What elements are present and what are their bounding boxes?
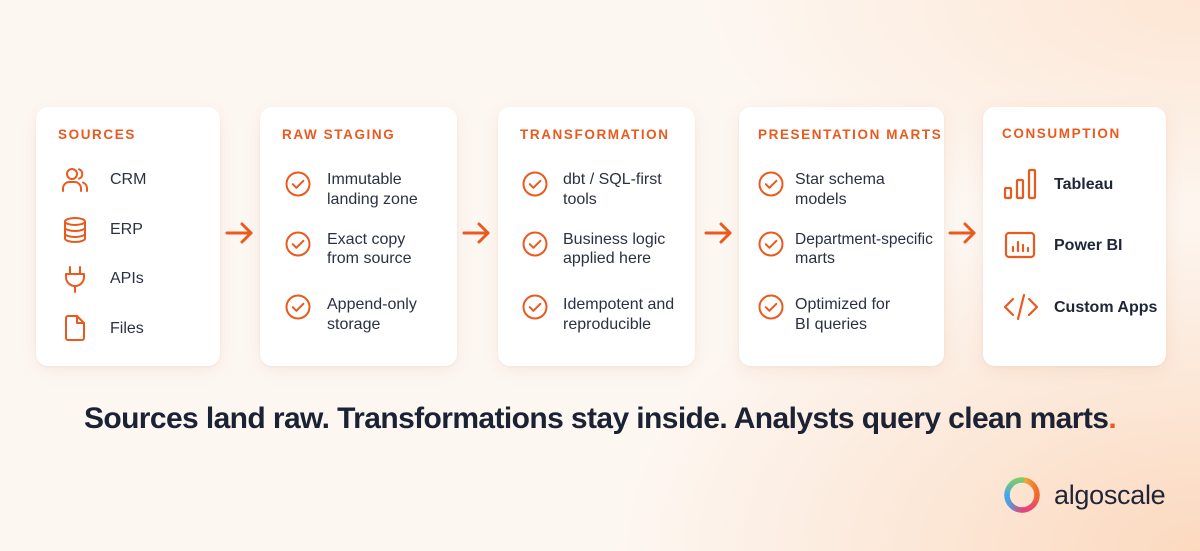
database-icon: [60, 215, 90, 245]
flow-arrow-icon: [462, 221, 492, 245]
check-circle-icon: [757, 170, 785, 198]
check-circle-icon: [521, 230, 549, 258]
item-line-1: Idempotent and: [563, 296, 675, 313]
item-line-2: from source: [327, 250, 412, 267]
item-line-2: tools: [563, 191, 597, 208]
source-label-files: Files: [110, 320, 144, 337]
algoscale-logo-icon: [1004, 477, 1040, 513]
item-line-2: storage: [327, 316, 381, 333]
stage-card-sources: SOURCES CRM ERP APIs Files: [36, 107, 220, 366]
check-circle-icon: [757, 230, 785, 258]
tagline: Sources land raw. Transformations stay i…: [0, 402, 1200, 436]
item-line-2: BI queries: [795, 316, 868, 333]
tagline-text: Sources land raw. Transformations stay i…: [83, 402, 1109, 435]
check-circle-icon: [284, 170, 312, 198]
plug-icon: [60, 264, 90, 294]
tool-label-tableau: Tableau: [1054, 176, 1114, 193]
flow-arrow-icon: [225, 221, 255, 245]
stage-card-raw-staging: RAW STAGING Immutable landing zone Exact…: [260, 107, 457, 366]
item-line-1: Star schema: [795, 171, 885, 188]
item-line-1: Immutable: [327, 171, 402, 188]
tool-label-custom-apps: Custom Apps: [1054, 299, 1158, 316]
item-line-1: Append-only: [327, 296, 417, 313]
item-line-2: applied here: [563, 250, 652, 267]
stage-title: CONSUMPTION: [1002, 126, 1121, 141]
stage-card-transformation: TRANSFORMATION dbt / SQL-first tools Bus…: [498, 107, 695, 366]
users-icon: [60, 165, 90, 195]
bar-chart-icon: [1003, 168, 1037, 200]
item-line-1: dbt / SQL-first: [563, 171, 662, 188]
stage-title: RAW STAGING: [282, 127, 396, 142]
check-circle-icon: [284, 230, 312, 258]
tagline-period: .: [1108, 402, 1117, 435]
stage-title: PRESENTATION MARTS: [758, 127, 943, 142]
dashboard-icon: [1004, 231, 1036, 259]
item-line-1: Department-specific: [795, 231, 933, 248]
stage-title: SOURCES: [58, 127, 136, 142]
item-line-2: marts: [795, 250, 835, 267]
stage-card-consumption: CONSUMPTION Tableau Power BI Custom Apps: [983, 107, 1166, 366]
source-label-crm: CRM: [110, 171, 147, 188]
item-line-2: reproducible: [563, 316, 652, 333]
item-line-1: Business logic: [563, 231, 666, 248]
check-circle-icon: [757, 293, 785, 321]
item-line-2: landing zone: [327, 191, 418, 208]
brand-logo: algoscale: [1002, 475, 1166, 515]
item-line-1: Exact copy: [327, 231, 406, 248]
stage-title: TRANSFORMATION: [520, 127, 670, 142]
brand-name: algoscale: [1054, 479, 1166, 510]
source-label-erp: ERP: [110, 221, 143, 238]
flow-arrow-icon: [704, 221, 734, 245]
tool-label-power-bi: Power BI: [1054, 237, 1123, 254]
check-circle-icon: [284, 293, 312, 321]
check-circle-icon: [521, 293, 549, 321]
source-label-apis: APIs: [110, 270, 144, 287]
item-line-1: Optimized for: [795, 296, 891, 313]
code-icon: [1003, 293, 1039, 321]
file-icon: [60, 313, 90, 343]
stage-card-presentation-marts: PRESENTATION MARTS Star schema models De…: [739, 107, 944, 366]
flow-arrow-icon: [948, 221, 978, 245]
item-line-2: models: [795, 191, 847, 208]
check-circle-icon: [521, 170, 549, 198]
